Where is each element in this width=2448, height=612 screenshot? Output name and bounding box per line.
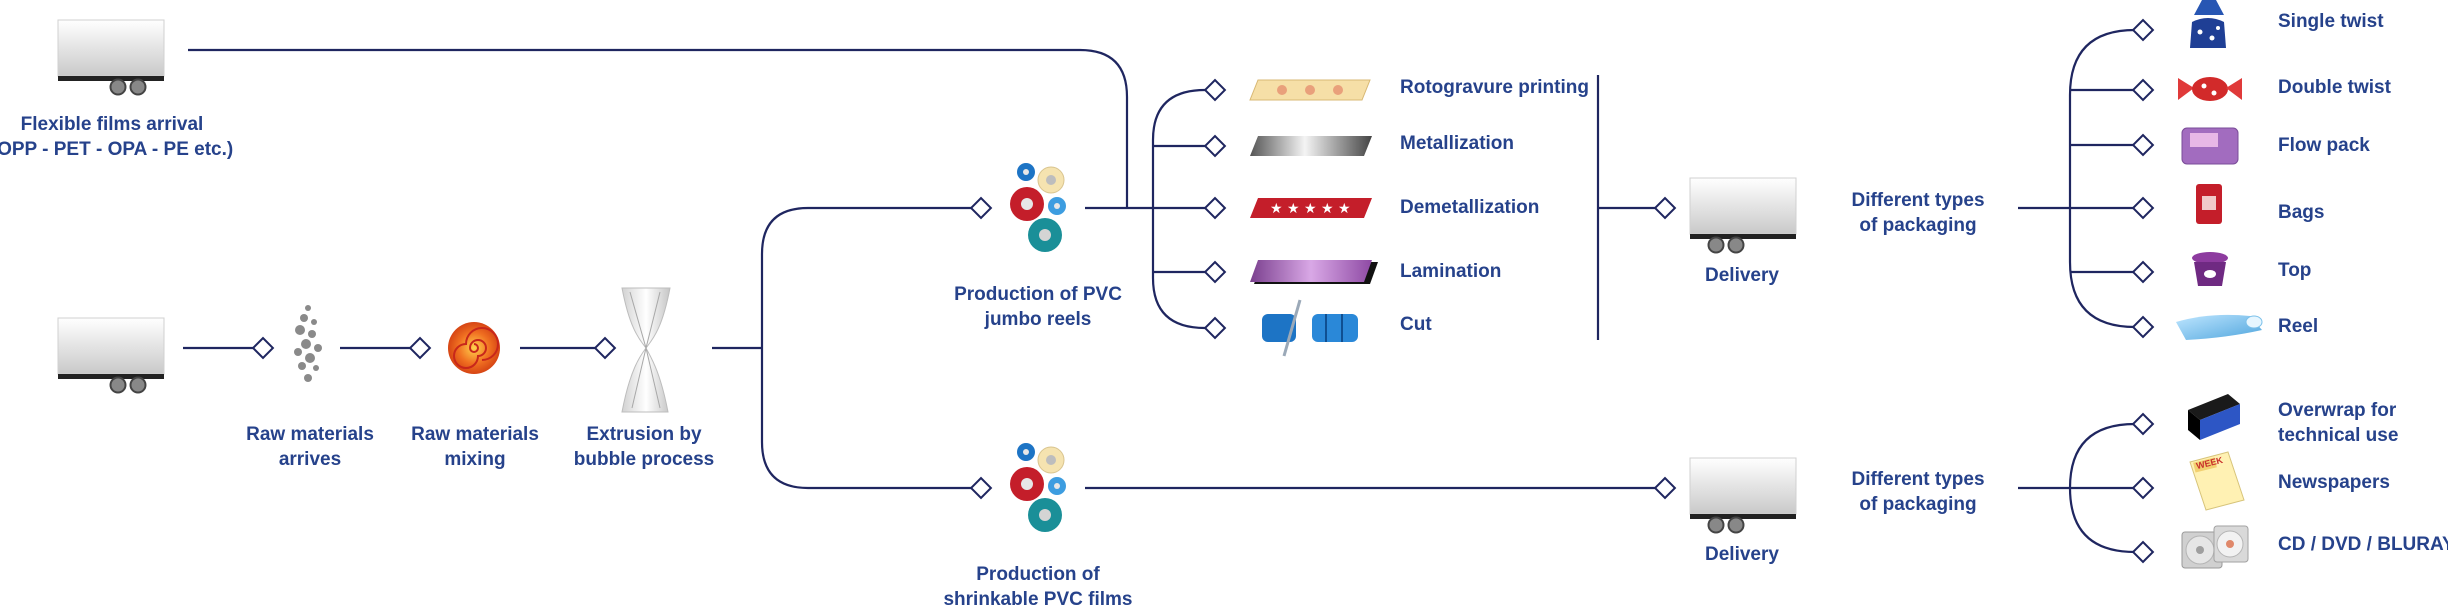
diamond-node	[1203, 134, 1227, 158]
raw-mixing-label: Raw materials mixing	[411, 422, 539, 472]
svg-text:★ ★ ★ ★ ★: ★ ★ ★ ★ ★	[1270, 201, 1351, 217]
reel-icon	[2176, 314, 2263, 340]
diamond-node	[1203, 196, 1227, 220]
arrival-label-line2: (OPP - PET - OPA - PE etc.)	[0, 139, 234, 160]
diamond-node	[593, 336, 617, 360]
label-line: of packaging	[1859, 215, 1977, 236]
shrink-label: Production of shrinkable PVC films	[943, 562, 1132, 612]
disc-case-icon	[2181, 525, 2249, 569]
packaging-label-top: Different types of packaging	[1851, 188, 1984, 238]
label-line: Different types	[1851, 190, 1985, 211]
diamond-node	[251, 336, 275, 360]
label-line: Raw materials	[411, 424, 539, 445]
pack-label-overwrap: Overwrap for technical use	[2278, 398, 2398, 448]
diamond-node	[969, 196, 993, 220]
label-line: arrives	[278, 449, 342, 470]
label-line: technical use	[2278, 425, 2399, 446]
line-to-jumbo	[760, 206, 972, 348]
process-label-rotogravure: Rotogravure printing	[1400, 77, 1589, 98]
printed-film-icon	[1249, 79, 1371, 101]
diamond-node	[2131, 196, 2155, 220]
diamond-node	[2131, 18, 2155, 42]
diamond-node	[1203, 78, 1227, 102]
pack-label-single-twist: Single twist	[2278, 11, 2384, 32]
newspaper-icon	[2189, 451, 2245, 511]
demetallized-film-icon: ★ ★ ★ ★ ★	[1250, 198, 1372, 218]
diamond-node	[2131, 133, 2155, 157]
arrival-label-line1: Flexible films arrival	[20, 114, 204, 135]
process-label-demetallization: Demetallization	[1400, 197, 1540, 218]
bag-icon	[2196, 184, 2222, 224]
pack-label-flow-pack: Flow pack	[2278, 135, 2370, 156]
process-label-cut: Cut	[1400, 314, 1432, 335]
delivery-label-bottom: Delivery	[1705, 544, 1779, 565]
label-line: bubble process	[573, 449, 715, 470]
diamond-node	[969, 476, 993, 500]
diamond-node	[2131, 315, 2155, 339]
flow-pack-icon	[2181, 127, 2239, 165]
process-label-lamination: Lamination	[1400, 261, 1502, 282]
label-line: Overwrap for	[2278, 400, 2397, 421]
label-line: Production of PVC	[954, 284, 1122, 305]
truck-icon	[1689, 177, 1797, 254]
label-line: of packaging	[1859, 494, 1977, 515]
pack-label-discs: CD / DVD / BLURAY	[2278, 534, 2448, 555]
raw-arrives-label: Raw materials arrives	[246, 422, 374, 472]
arrival-label: Flexible films arrival (OPP - PET - OPA …	[0, 112, 233, 162]
pack-label-double-twist: Double twist	[2278, 77, 2391, 98]
jumbo-label: Production of PVC jumbo reels	[954, 282, 1122, 332]
label-line: Production of	[976, 564, 1100, 585]
mixing-swirl-icon	[448, 322, 500, 374]
double-twist-candy-icon	[2178, 77, 2242, 101]
diamond-node	[1203, 316, 1227, 340]
diamond-node	[1203, 260, 1227, 284]
pvc-reels-icon	[1010, 163, 1066, 252]
pack-top-spine	[2068, 28, 2136, 329]
cup-top-icon	[2192, 252, 2228, 286]
connector-lines	[183, 28, 2136, 554]
truck-icon	[57, 317, 165, 394]
extrusion-bubble-icon	[621, 287, 671, 413]
label-line: Raw materials	[246, 424, 374, 445]
overwrapped-box-icon	[2188, 394, 2240, 440]
granules-icon	[294, 305, 322, 382]
arrival-line	[188, 48, 1129, 208]
diamond-node	[2131, 78, 2155, 102]
extrusion-label: Extrusion by bubble process	[574, 422, 714, 472]
pack-label-reel: Reel	[2278, 316, 2319, 337]
line-to-shrink	[760, 348, 972, 490]
pvc-reels-icon	[1010, 443, 1066, 532]
diamond-nodes	[251, 18, 2155, 564]
diamond-node	[2131, 412, 2155, 436]
single-twist-candy-icon	[2190, 0, 2226, 48]
label-line: Extrusion by	[586, 424, 702, 445]
diamond-node	[2131, 260, 2155, 284]
cut-reels-icon	[1262, 299, 1358, 357]
packaging-label-bottom: Different types of packaging	[1851, 467, 1984, 517]
diamond-node	[1653, 476, 1677, 500]
metallized-film-icon	[1250, 136, 1372, 156]
truck-icon	[1689, 457, 1797, 534]
pack-label-newspapers: Newspapers	[2278, 472, 2390, 493]
pack-label-top: Top	[2278, 260, 2312, 281]
process-label-metallization: Metallization	[1400, 133, 1515, 154]
delivery-label-top: Delivery	[1705, 265, 1779, 286]
label-line: Different types	[1851, 469, 1985, 490]
truck-icon	[57, 19, 165, 96]
diamond-node	[1653, 196, 1677, 220]
label-line: jumbo reels	[984, 309, 1092, 330]
label-line: mixing	[444, 449, 506, 470]
diamond-node	[2131, 476, 2155, 500]
label-line: shrinkable PVC films	[943, 589, 1133, 610]
diamond-node	[2131, 540, 2155, 564]
diamond-node	[408, 336, 432, 360]
laminated-film-icon	[1250, 260, 1378, 284]
pack-label-bags: Bags	[2278, 202, 2325, 223]
